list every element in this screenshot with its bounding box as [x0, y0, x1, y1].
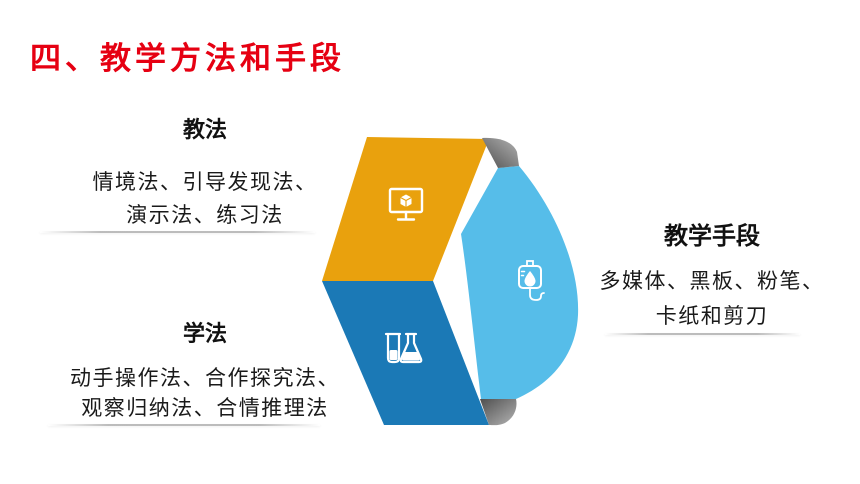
- learning-methods-heading: 学法: [182, 322, 227, 347]
- slide-title: 四、教学方法和手段: [30, 41, 345, 77]
- teaching-methods-line: 情境法、引导发现法、: [92, 170, 318, 194]
- learning-methods-line: 观察归纳法、合情推理法: [81, 396, 329, 420]
- teaching-means-line: 卡纸和剪刀: [655, 304, 769, 328]
- top-fold-shadow: [482, 137, 519, 168]
- monitor-icon: [388, 187, 424, 221]
- teaching-methods-heading: 教法: [182, 118, 227, 143]
- teaching-means-heading: 教学手段: [664, 222, 760, 250]
- flask-icon: [384, 332, 423, 364]
- learning-methods-divider: [48, 424, 320, 426]
- learning-methods-list: 动手操作法、合作探究法、 观察归纳法、合情推理法: [55, 363, 355, 423]
- iv-drip-icon: [518, 260, 545, 301]
- teaching-methods-line: 演示法、练习法: [126, 203, 284, 227]
- learning-methods-line: 动手操作法、合作探究法、: [70, 366, 340, 390]
- teaching-means-list: 多媒体、黑板、粉笔、 卡纸和剪刀: [582, 264, 842, 334]
- teaching-means-divider: [605, 333, 800, 335]
- teaching-methods-list: 情境法、引导发现法、 演示法、练习法: [55, 166, 355, 232]
- teaching-methods-divider: [40, 231, 315, 233]
- teaching-means-line: 多媒体、黑板、粉笔、: [599, 269, 825, 293]
- bottom-fold-shadow: [480, 399, 517, 426]
- light-blue-segment: [461, 166, 579, 399]
